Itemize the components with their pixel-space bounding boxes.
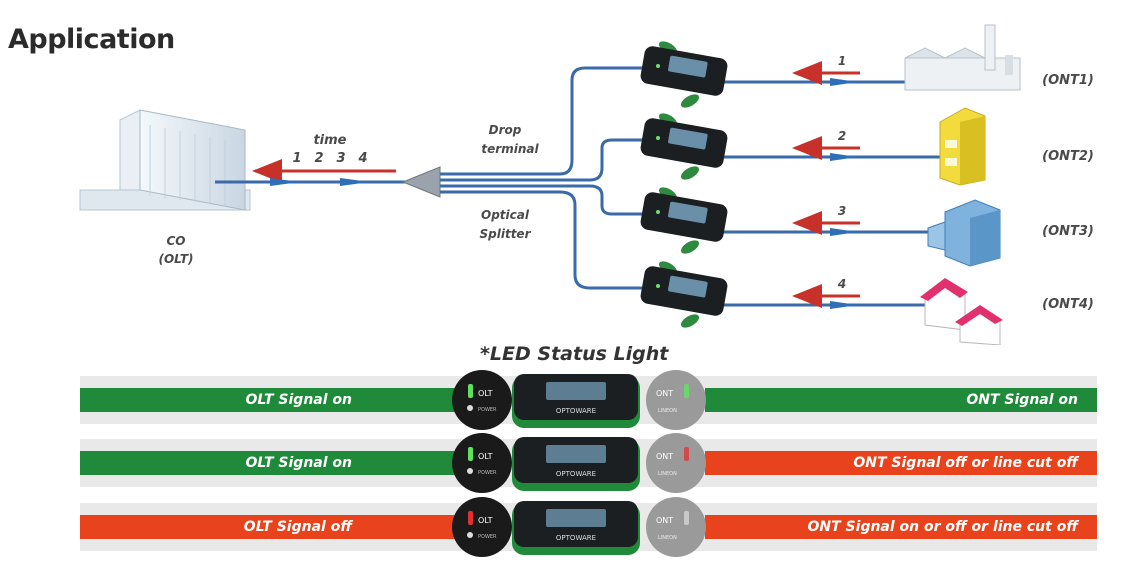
downstream-arrow: [830, 301, 858, 309]
drop-terminal-icon: [640, 113, 728, 180]
ont-label: (ONT2): [1042, 149, 1094, 164]
downstream-arrow-2: [340, 178, 370, 186]
downstream-arrow: [830, 153, 858, 161]
time-tick-1: 1: [292, 151, 301, 166]
ont-status-text: ONT Signal on or off or line cut off: [807, 519, 1078, 535]
ont-label: (ONT1): [1042, 73, 1094, 88]
svg-text:ONT: ONT: [656, 452, 673, 461]
co-label: CO: [166, 234, 185, 248]
svg-text:OLT: OLT: [478, 389, 493, 398]
co-building-icon: [79, 109, 251, 211]
branch-number: 3: [838, 204, 846, 218]
optical-label: Optical: [481, 208, 530, 222]
pink-houses-icon: [920, 278, 1003, 345]
drop-label: Drop: [489, 123, 522, 137]
branch-number: 1: [838, 54, 846, 68]
ont-status-bar: [705, 451, 1097, 475]
olt-status-bar: [80, 515, 460, 539]
time-tick-3: 3: [336, 151, 345, 166]
svg-text:POWER: POWER: [478, 534, 497, 540]
olt-label: (OLT): [158, 252, 193, 266]
svg-text:OPTOWARE: OPTOWARE: [556, 470, 596, 478]
olt-status-text: OLT Signal off: [243, 519, 352, 535]
svg-text:LINEON: LINEON: [658, 471, 677, 477]
svg-text:OLT: OLT: [478, 516, 493, 525]
svg-text:LINEON: LINEON: [658, 408, 677, 414]
time-tick-2: 2: [314, 151, 323, 166]
olt-status-text: OLT Signal on: [245, 455, 352, 471]
ont-label: (ONT3): [1042, 224, 1094, 239]
olt-status-bar: [80, 388, 460, 412]
svg-text:POWER: POWER: [478, 407, 497, 413]
yellow-building-icon: [939, 107, 986, 186]
terminal-label: terminal: [481, 142, 539, 156]
time-label: time: [313, 133, 346, 148]
ont-status-bar: [705, 515, 1097, 539]
optical-splitter-icon: [401, 166, 441, 198]
splitter-label: Splitter: [480, 227, 532, 241]
ont-status-bar: [705, 388, 1097, 412]
svg-text:OLT: OLT: [478, 452, 493, 461]
svg-text:LINEON: LINEON: [658, 535, 677, 541]
led-device-icon: OLT POWER OPTOWARE ONT LINEON: [452, 433, 706, 493]
downstream-arrow: [830, 228, 858, 236]
svg-text:OPTOWARE: OPTOWARE: [556, 534, 596, 542]
drop-terminal-icon: [640, 41, 728, 108]
ont-label: (ONT4): [1042, 297, 1094, 312]
olt-status-bar: [80, 451, 460, 475]
svg-text:ONT: ONT: [656, 389, 673, 398]
time-tick-4: 4: [357, 151, 367, 166]
olt-status-text: OLT Signal on: [245, 392, 352, 408]
drop-terminal-icon: [640, 261, 728, 328]
led-device-icon: OLT POWER OPTOWARE ONT LINEON: [452, 370, 706, 430]
ont-status-text: ONT Signal on: [966, 392, 1078, 408]
led-device-icon: OLT POWER OPTOWARE ONT LINEON: [452, 497, 706, 557]
page-title: Application: [8, 24, 175, 55]
ont-status-text: ONT Signal off or line cut off: [853, 455, 1078, 471]
downstream-arrow: [830, 78, 858, 86]
downstream-arrow-1: [270, 178, 300, 186]
factory-icon: [904, 24, 1021, 91]
branch-number: 2: [838, 129, 846, 143]
svg-text:ONT: ONT: [656, 516, 673, 525]
branch-number: 4: [837, 277, 846, 291]
drop-terminal-icon: [640, 187, 728, 254]
blue-office-icon: [927, 199, 1001, 267]
svg-text:OPTOWARE: OPTOWARE: [556, 407, 596, 415]
network-diagram: CO (OLT) time 1 2 3 4 Drop terminal Opti…: [79, 24, 1094, 345]
svg-text:POWER: POWER: [478, 470, 497, 476]
led-status-title: *LED Status Light: [480, 343, 669, 365]
